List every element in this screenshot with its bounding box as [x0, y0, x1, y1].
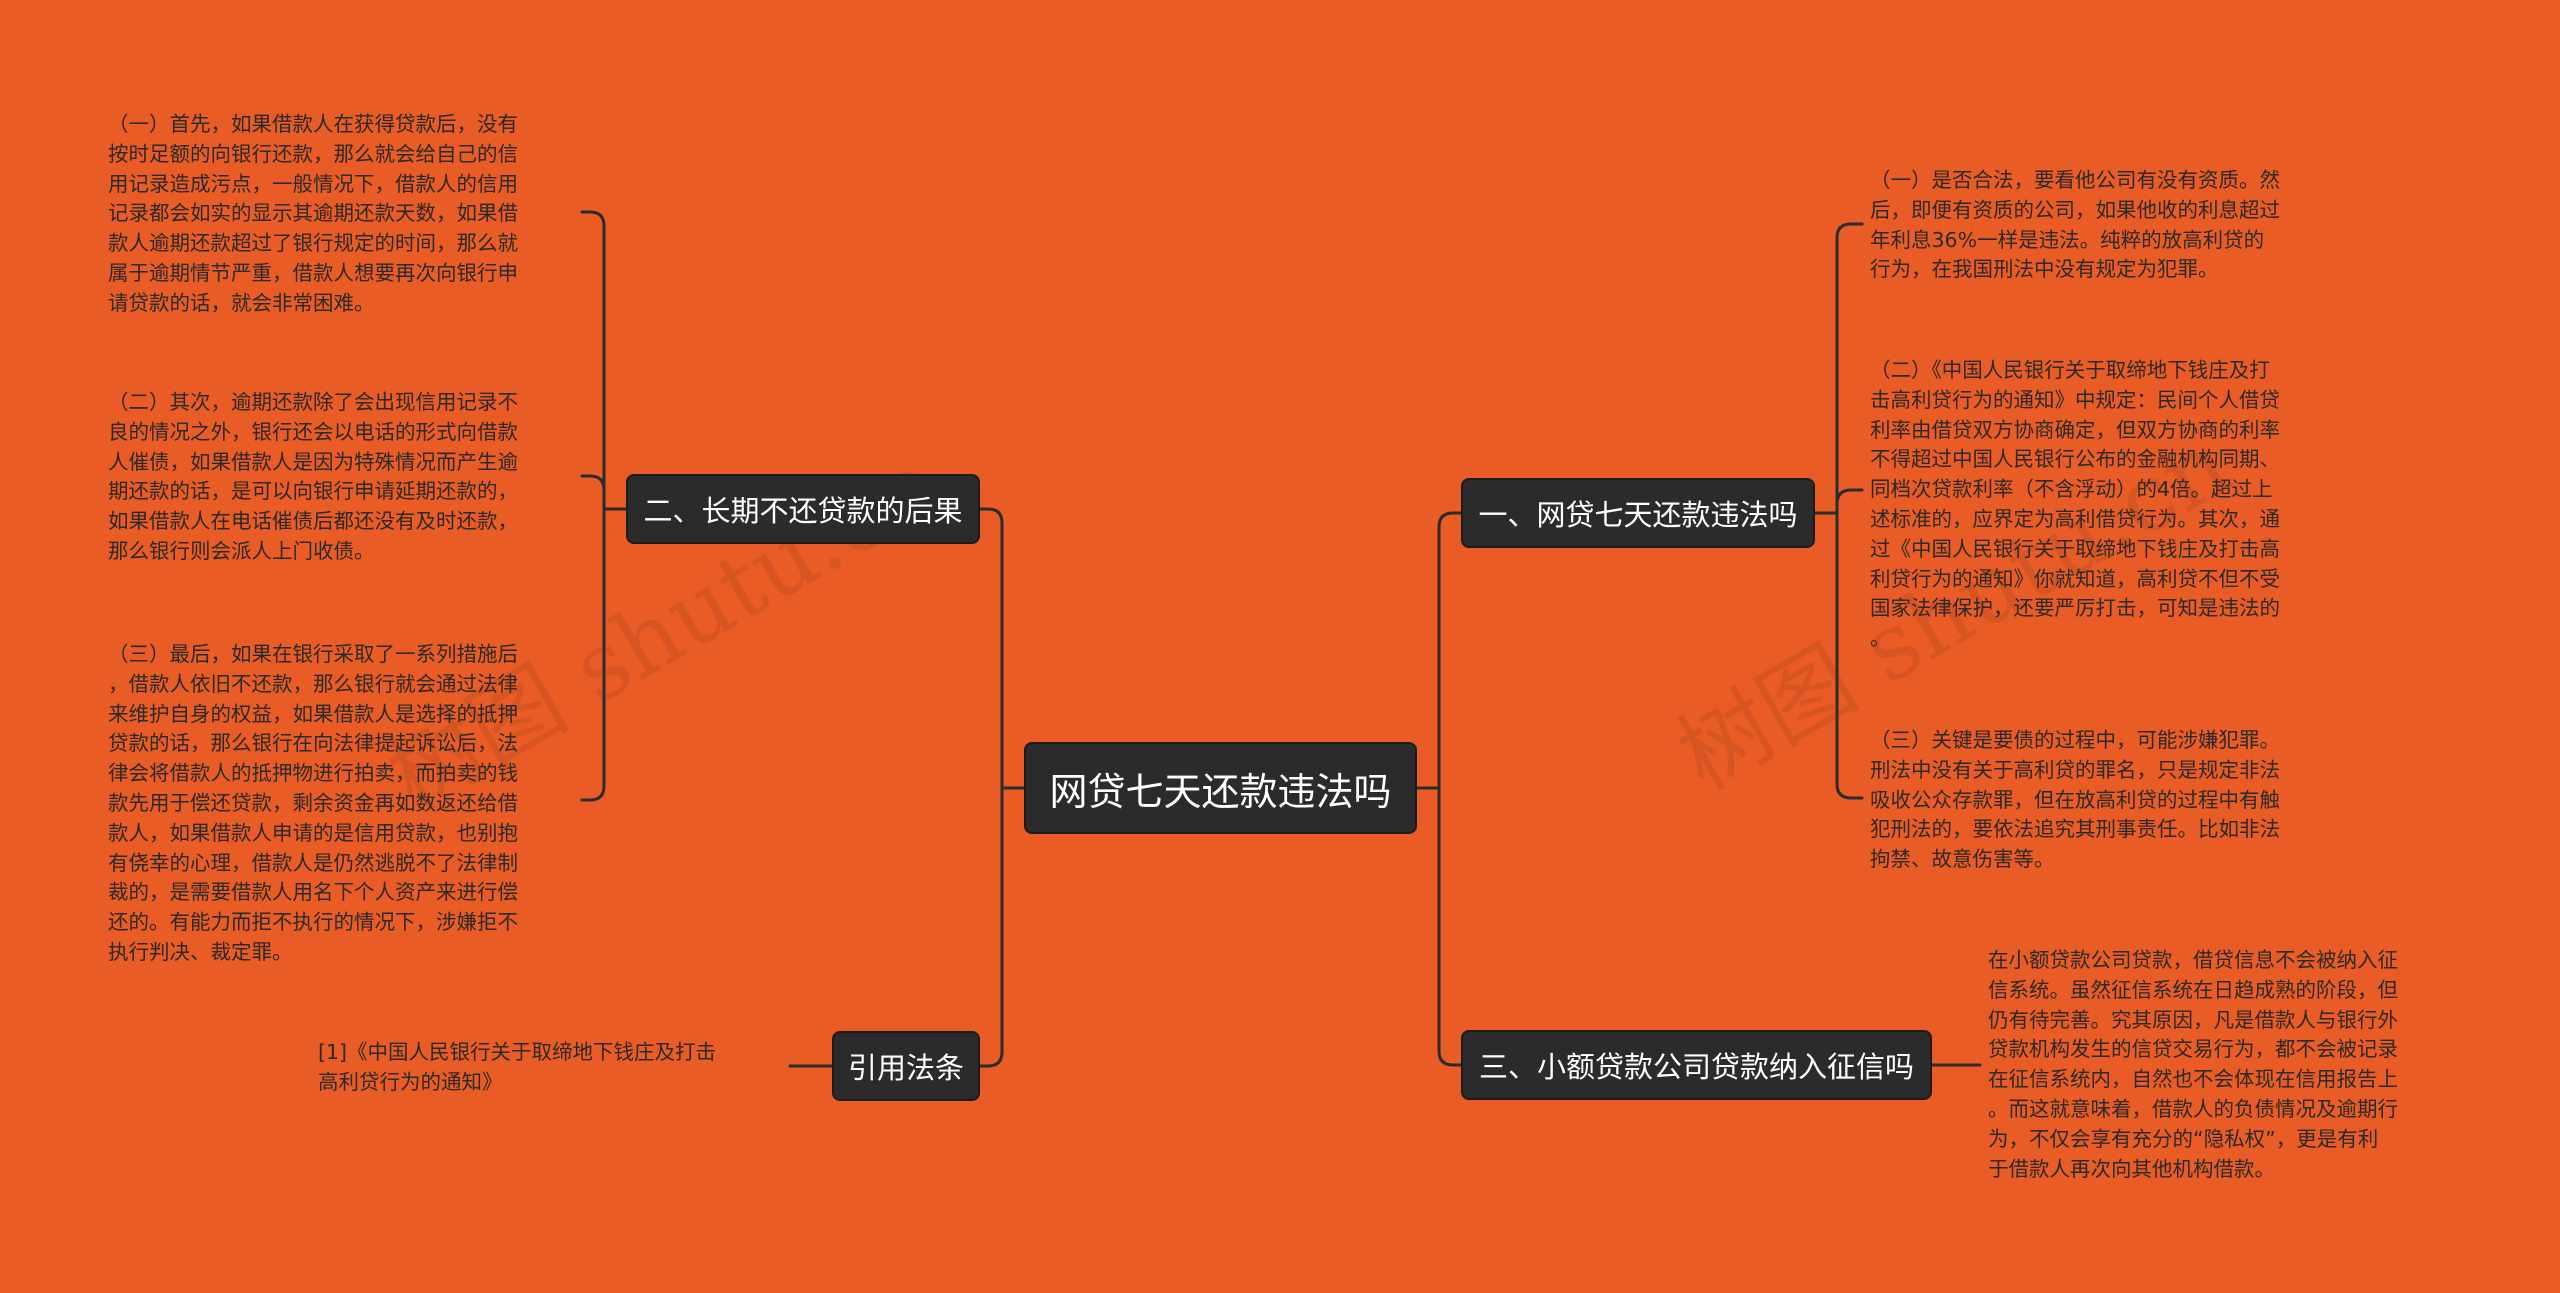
leaf-legality-3: （三）关键是要债的过程中，可能涉嫌犯罪。 刑法中没有关于高利贷的罪名，只是规定非…: [1870, 728, 2280, 872]
connector-b2-leaves: [580, 210, 628, 802]
connector-b1-leaves: [1813, 222, 1864, 800]
connector-root-right: [1415, 511, 1463, 1067]
leaf-credit-report-1: 在小额贷款公司贷款，借贷信息不会被纳入征 信系统。虽然征信系统在日趋成熟的阶段，…: [1988, 948, 2398, 1181]
root-topic[interactable]: 网贷七天还款违法吗: [1024, 742, 1417, 834]
branch-credit-report[interactable]: 三、小额贷款公司贷款纳入征信吗: [1461, 1030, 1932, 1100]
leaf-legality-2: （二）《中国人民银行关于取缔地下钱庄及打 击高利贷行为的通知》中规定：民间个人借…: [1870, 358, 2280, 651]
leaf-citation-1: [1]《中国人民银行关于取缔地下钱庄及打击 高利贷行为的通知》: [318, 1040, 717, 1094]
branch-legality[interactable]: 一、网贷七天还款违法吗: [1461, 478, 1815, 548]
leaf-legality-1: （一）是否合法，要看他公司有没有资质。然 后，即便有资质的公司，如果他收的利息超…: [1870, 168, 2280, 282]
leaf-consequences-3: （三）最后，如果在银行采取了一系列措施后 ，借款人依旧不还款，那么银行就会通过法…: [108, 642, 518, 964]
leaf-consequences-1: （一）首先，如果借款人在获得贷款后，没有 按时足额的向银行还款，那么就会给自己的…: [108, 112, 518, 315]
connector-root-left: [978, 507, 1026, 1068]
branch-citations[interactable]: 引用法条: [832, 1031, 980, 1101]
leaf-consequences-2: （二）其次，逾期还款除了会出现信用记录不 良的情况之外，银行还会以电话的形式向借…: [108, 390, 518, 563]
branch-consequences[interactable]: 二、长期不还贷款的后果: [626, 474, 980, 544]
